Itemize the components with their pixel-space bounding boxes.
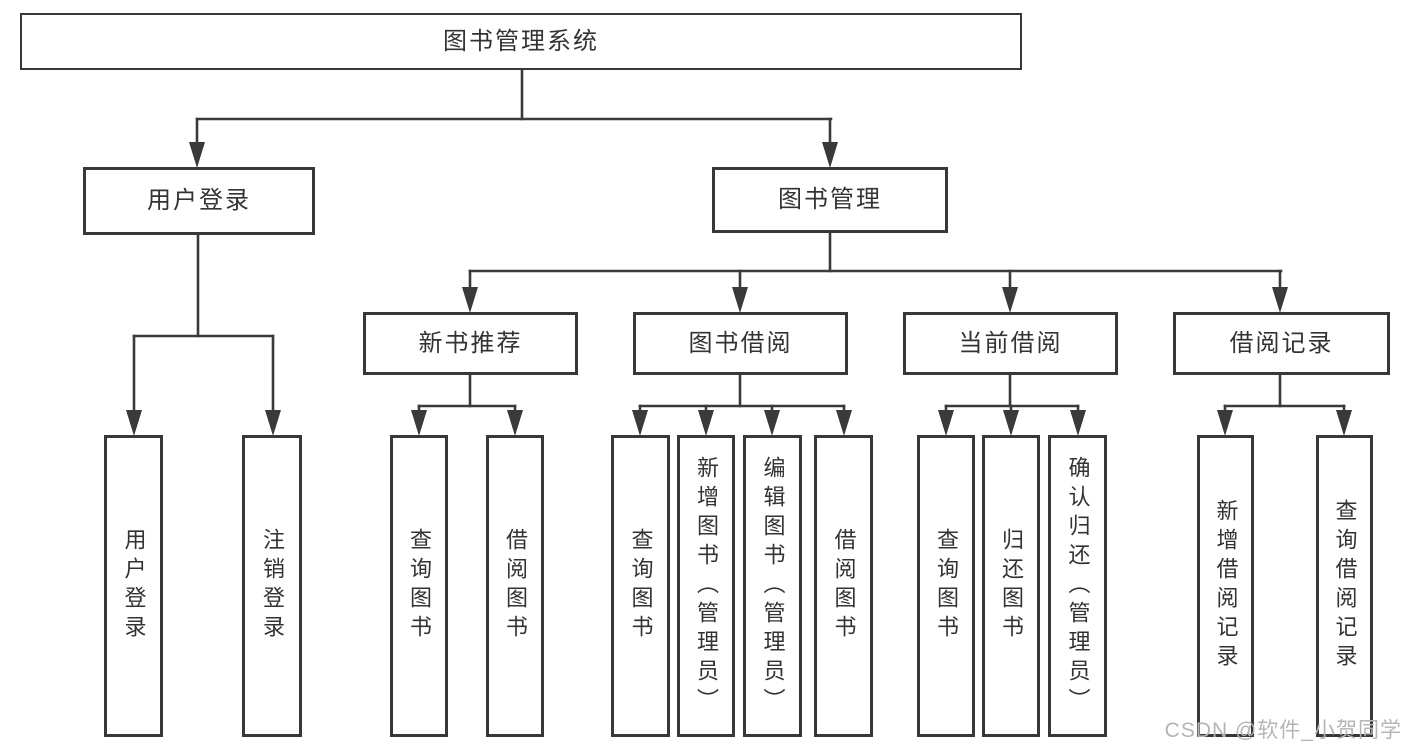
leaf-label: 查询借阅记录 — [1332, 499, 1358, 673]
node-library-system: 图书管理系统 — [20, 13, 1022, 70]
node-borrow-records: 借阅记录 — [1173, 312, 1390, 375]
node-user-login: 用户登录 — [83, 167, 315, 235]
node-book-management: 图书管理 — [712, 167, 948, 233]
node-label: 图书管理系统 — [443, 27, 599, 55]
watermark: CSDN @软件_小贺同学 — [1164, 719, 1402, 742]
leaf-query-books: 查询图书 — [917, 435, 975, 737]
leaf-label: 注销登录 — [260, 528, 285, 644]
leaf-add-books-admin: 新增图书（管理员） — [677, 435, 735, 737]
leaf-label: 新增借阅记录 — [1213, 499, 1239, 673]
node-label: 当前借阅 — [958, 329, 1063, 357]
leaf-label: 归还图书 — [999, 528, 1024, 644]
node-new-book-recommend: 新书推荐 — [363, 312, 578, 375]
leaf-borrow-books: 借阅图书 — [486, 435, 544, 737]
leaf-add-borrow-record: 新增借阅记录 — [1197, 435, 1254, 737]
node-label: 图书借阅 — [688, 329, 793, 357]
leaf-borrow-books: 借阅图书 — [814, 435, 873, 737]
leaf-label: 编辑图书（管理员） — [760, 455, 786, 717]
leaf-label: 新增图书（管理员） — [694, 455, 719, 717]
leaf-label: 确认归还（管理员） — [1065, 455, 1091, 717]
node-current-borrow: 当前借阅 — [903, 312, 1118, 375]
node-label: 用户登录 — [147, 187, 251, 214]
node-label: 图书管理 — [778, 186, 882, 213]
leaf-confirm-return-admin: 确认归还（管理员） — [1048, 435, 1107, 737]
leaf-label: 查询图书 — [628, 528, 654, 644]
leaf-label: 查询图书 — [934, 528, 959, 644]
leaf-user-login: 用户登录 — [104, 435, 163, 737]
leaf-query-books: 查询图书 — [611, 435, 670, 737]
leaf-label: 借阅图书 — [503, 528, 528, 644]
leaf-label: 用户登录 — [121, 528, 147, 644]
leaf-logout: 注销登录 — [242, 435, 302, 737]
node-label: 借阅记录 — [1229, 329, 1334, 357]
leaf-label: 借阅图书 — [831, 528, 857, 644]
leaf-label: 查询图书 — [407, 528, 432, 644]
leaf-query-books: 查询图书 — [390, 435, 448, 737]
node-book-borrow: 图书借阅 — [633, 312, 848, 375]
leaf-edit-books-admin: 编辑图书（管理员） — [743, 435, 802, 737]
leaf-query-borrow-record: 查询借阅记录 — [1316, 435, 1373, 737]
node-label: 新书推荐 — [418, 329, 523, 357]
leaf-return-books: 归还图书 — [982, 435, 1040, 737]
